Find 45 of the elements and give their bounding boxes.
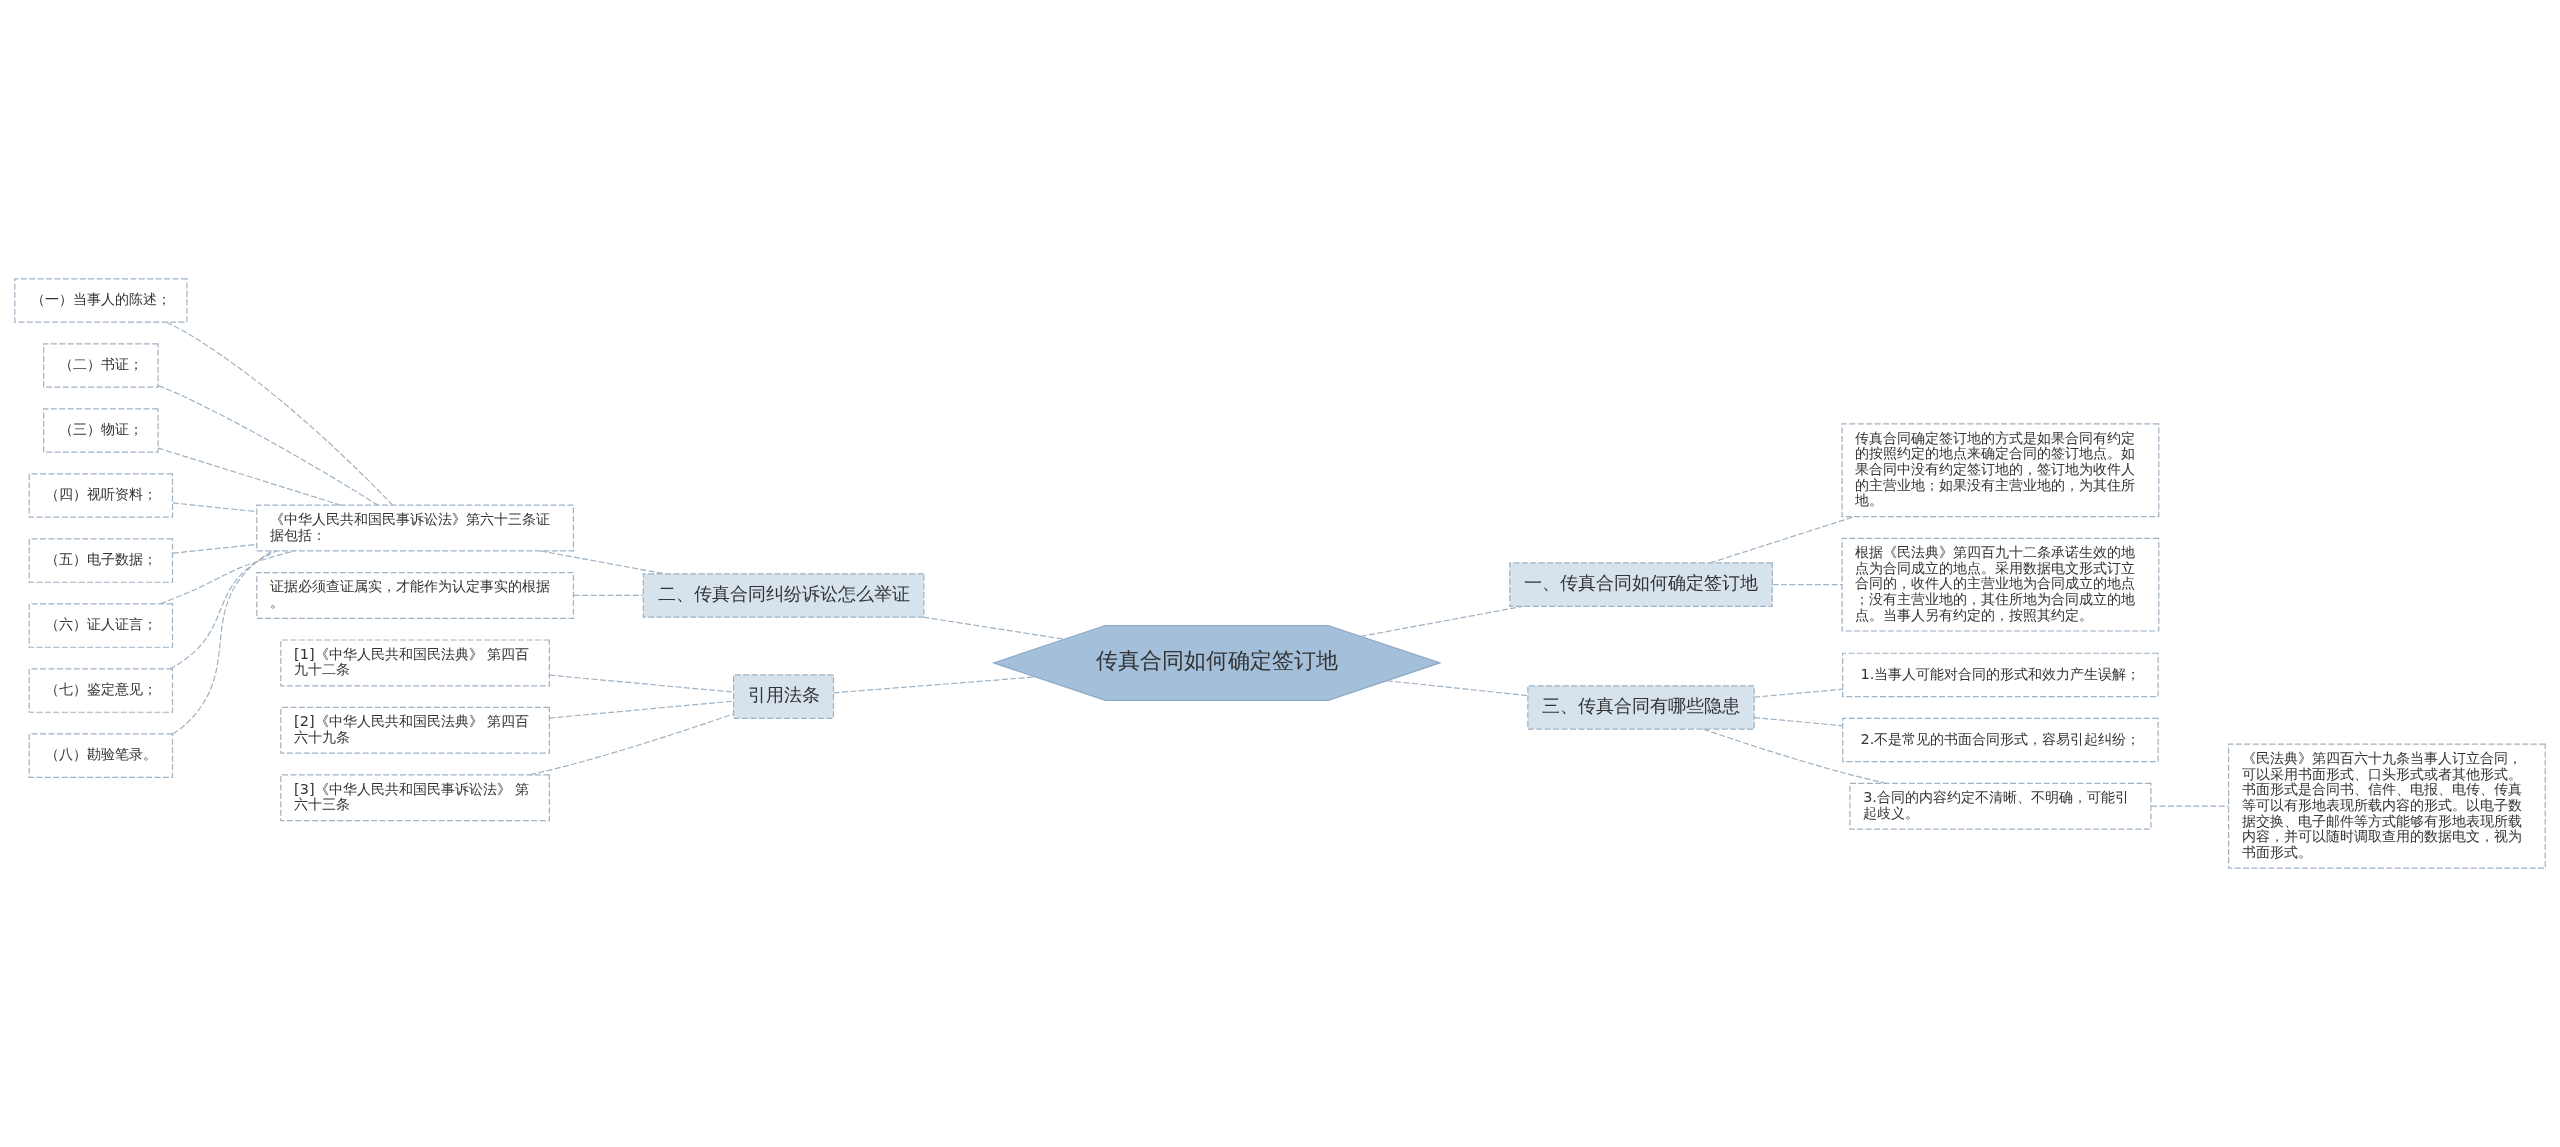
node-box: （二）书证； bbox=[43, 343, 159, 388]
connector bbox=[548, 700, 734, 719]
node-box: （四）视听资料； bbox=[28, 473, 174, 518]
connector bbox=[165, 321, 394, 506]
connector bbox=[1772, 584, 1843, 586]
connector bbox=[159, 550, 295, 605]
node-box: 传真合同确定签订地的方式是如果合同有约定的按照约定的地点来确定合同的签订地点。如果合同中没有约定签订地的，签订地为收件人的主营业地；如果没有主营业地的，为其住所地。 bbox=[1841, 423, 2160, 518]
node-box: 《民法典》第四百六十九条当事人订立合同，可以采用书面形式、口头形式或者其他形式。书面形式是合同书、信件、电报、电传、传真等可以有形地表现所载内容的形式。以电子数据交换、电子邮件等方式能够有形地表现所载内容，并可以随时调取查用的数据电文，视为书面形式。 bbox=[2228, 743, 2546, 869]
node-box: 《中华人民共和国民事诉讼法》第六十三条证据包括： bbox=[256, 504, 575, 552]
node-box: 根据《民法典》第四百九十二条承诺生效的地点为合同成立的地点。采用数据电文形式订立合同的，收件人的主营业地为合同成立的地点；没有主营业地的，其住所地为合同成立的地点。当事人另有约定的，按照其约定。 bbox=[1841, 537, 2160, 632]
node-box: （六）证人证言； bbox=[28, 603, 174, 648]
connector bbox=[540, 550, 665, 575]
node-box: （七）鉴定意见； bbox=[28, 668, 174, 713]
node-box: （八）勘验笔录。 bbox=[28, 733, 174, 778]
connector bbox=[172, 543, 258, 554]
node-box: 三、传真合同有哪些隐患 bbox=[1527, 685, 1755, 730]
node-box: （三）物证； bbox=[43, 408, 159, 453]
node-box: （一）当事人的陈述； bbox=[14, 278, 188, 323]
node-box: 证据必须查证属实，才能作为认定事实的根据。 bbox=[256, 572, 575, 619]
connector bbox=[1753, 717, 1844, 727]
connector bbox=[1386, 680, 1529, 697]
connector bbox=[169, 550, 277, 670]
connector bbox=[1753, 688, 1844, 698]
connector bbox=[1709, 516, 1855, 564]
node-box: 二、传真合同纠纷诉讼怎么举证 bbox=[642, 573, 925, 618]
node-box: 引用法条 bbox=[732, 674, 835, 719]
node-box: （五）电子数据； bbox=[28, 538, 174, 583]
connector bbox=[548, 674, 734, 693]
connector bbox=[573, 594, 644, 597]
connector bbox=[1360, 605, 1524, 637]
node-box: 3.合同的内容约定不清晰、不明确，可能引起歧义。 bbox=[1849, 782, 2152, 830]
node-box: [1]《中华人民共和国民法典》 第四百九十二条 bbox=[280, 639, 550, 687]
node-box: 一、传真合同如何确定签订地 bbox=[1509, 562, 1773, 607]
connector bbox=[922, 616, 1065, 640]
connector bbox=[157, 447, 342, 506]
node-box: 1.当事人可能对合同的形式和效力产生误解； bbox=[1842, 652, 2159, 698]
node-box: [3]《中华人民共和国民事诉讼法》 第六十三条 bbox=[280, 774, 550, 822]
connector bbox=[157, 385, 379, 506]
node-box: 2.不是常见的书面合同形式，容易引起纠纷； bbox=[1842, 717, 2159, 763]
connector bbox=[2150, 805, 2229, 807]
connector bbox=[1702, 728, 1887, 784]
connector bbox=[172, 550, 273, 735]
connector bbox=[529, 713, 734, 776]
connector bbox=[172, 502, 258, 513]
node-box: [2]《中华人民共和国民法典》 第四百六十九条 bbox=[280, 706, 550, 754]
